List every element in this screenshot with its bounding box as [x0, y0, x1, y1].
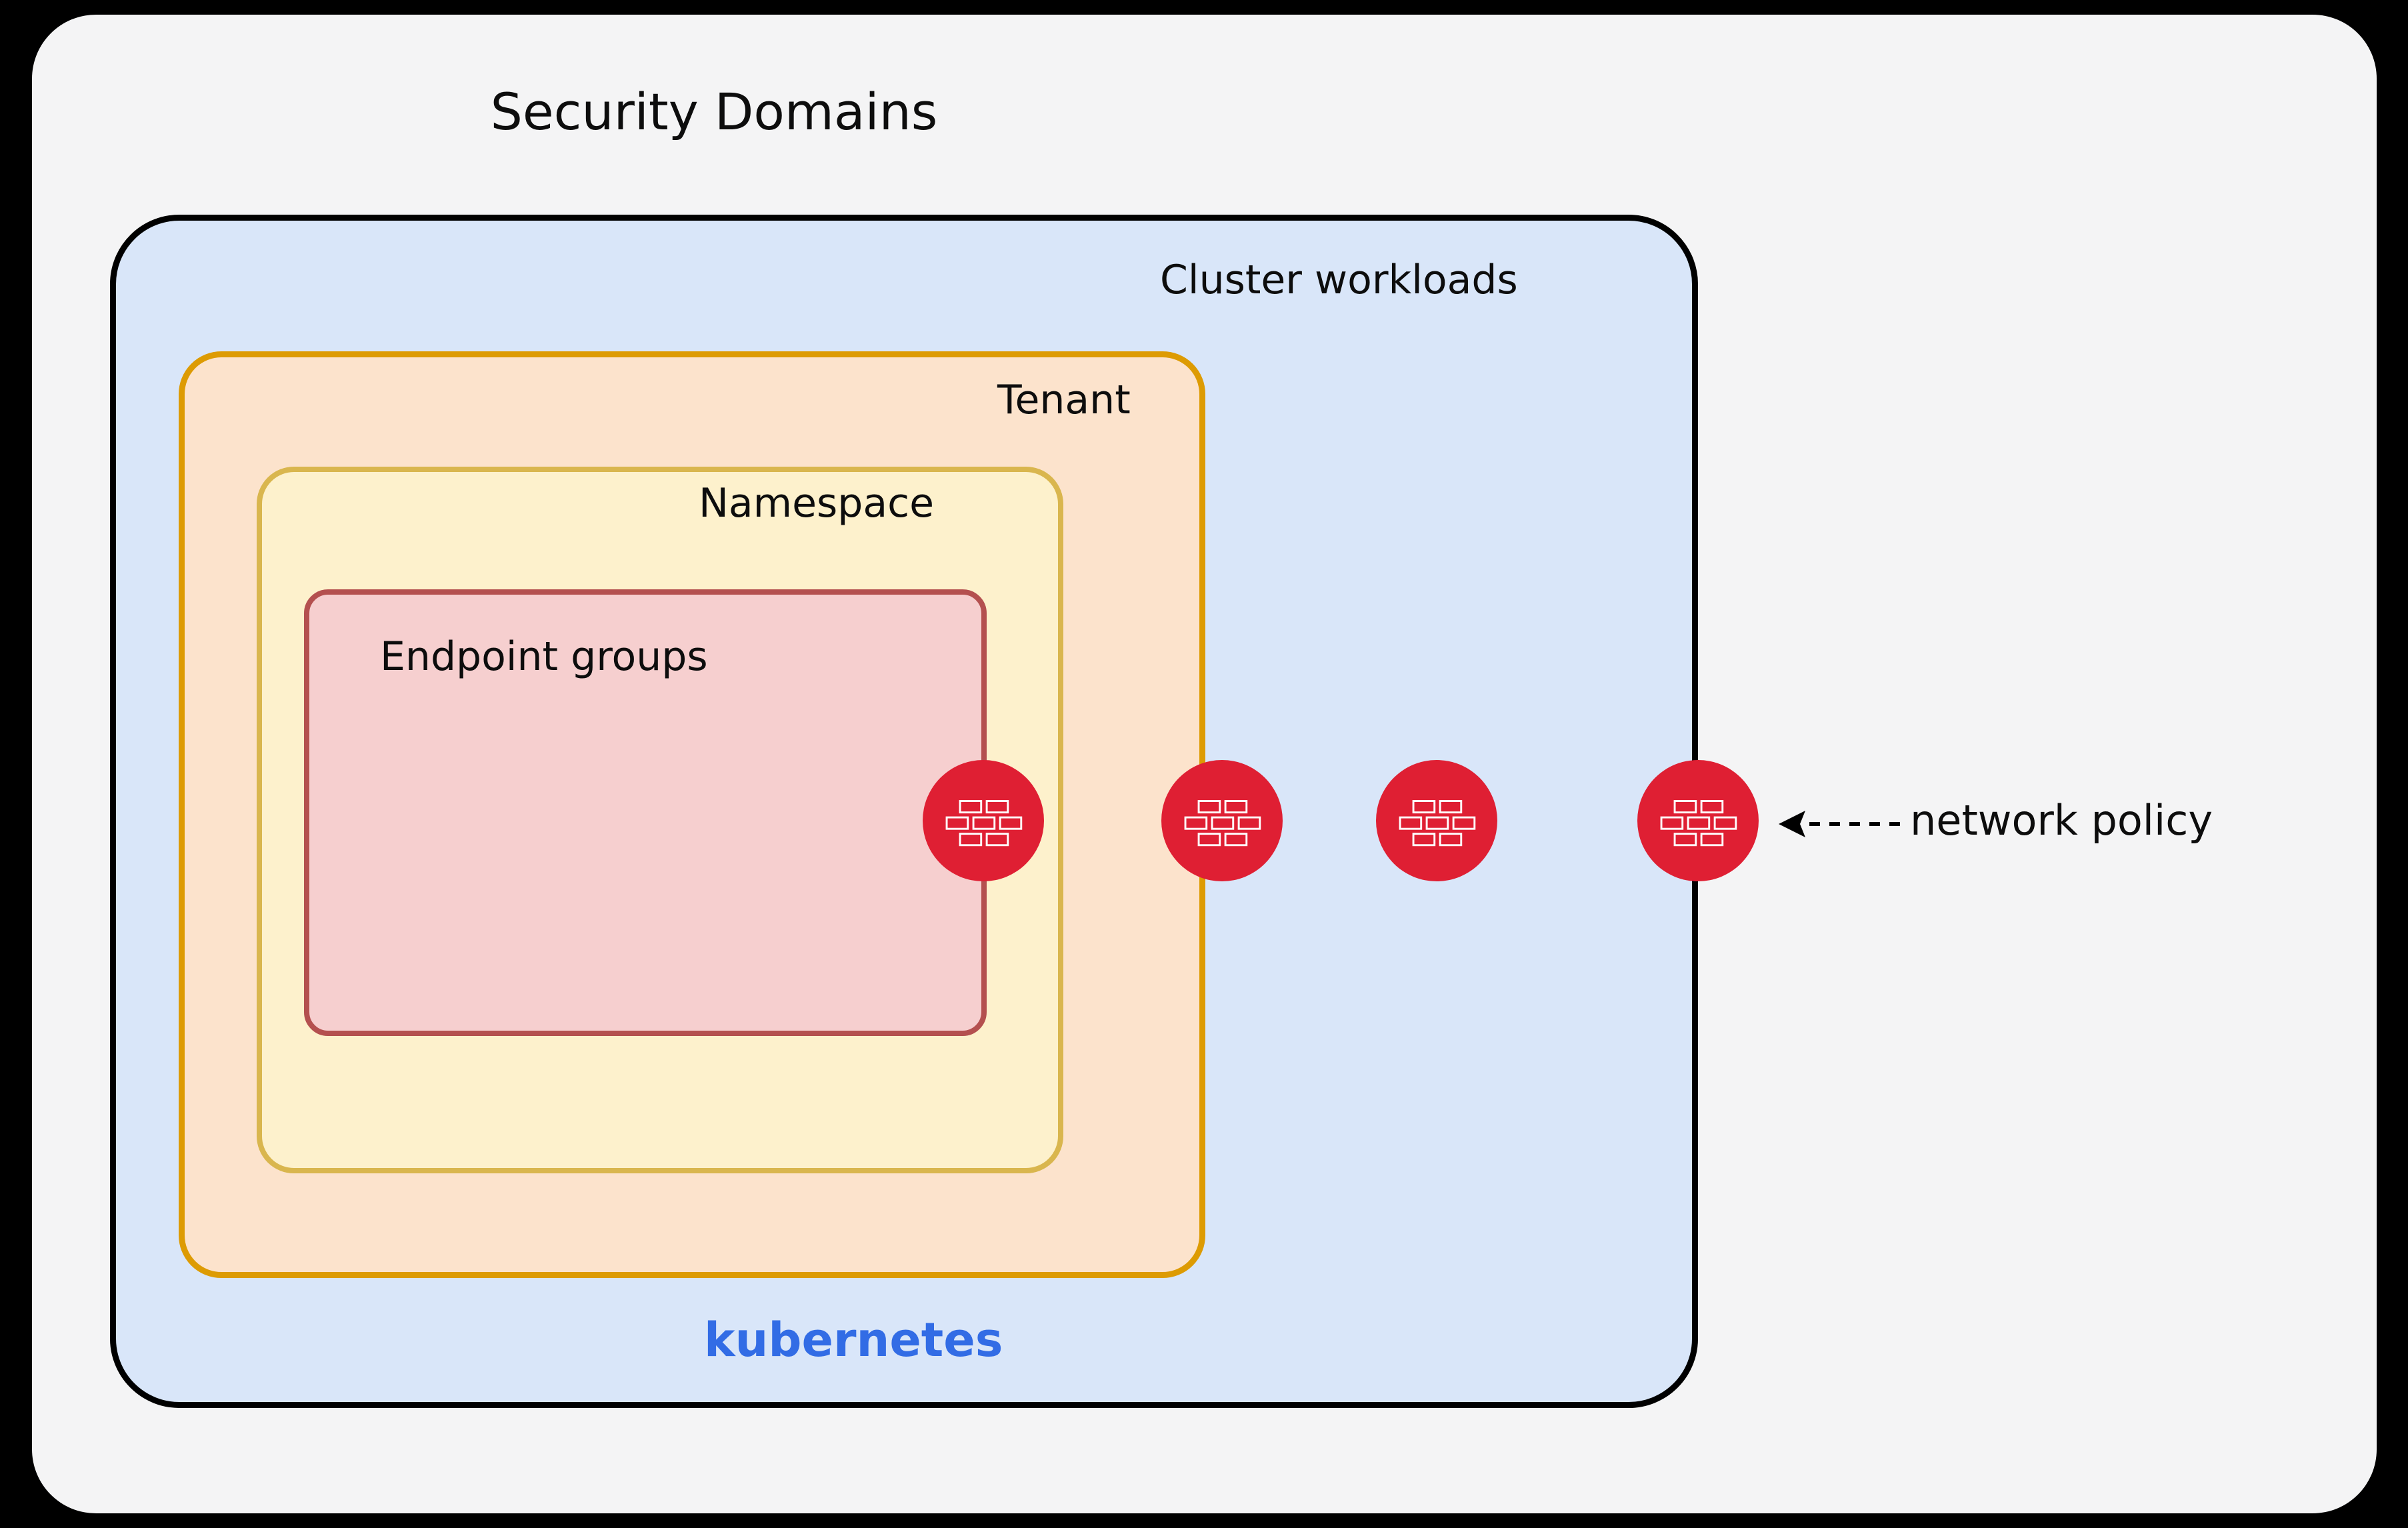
firewall-icon	[923, 760, 1044, 881]
layer-endpoint-groups	[304, 589, 987, 1036]
label-security-domains: Security Domains	[490, 82, 938, 141]
firewall-icon	[1161, 760, 1283, 881]
kubernetes-wordmark: kubernetes	[704, 1313, 1003, 1367]
label-endpoint-groups: Endpoint groups	[380, 633, 708, 680]
label-cluster-workloads: Cluster workloads	[1160, 257, 1518, 303]
firewall-icon	[1637, 760, 1759, 881]
label-network-policy: network policy	[1910, 796, 2213, 845]
label-tenant: Tenant	[997, 377, 1131, 423]
firewall-icon	[1376, 760, 1497, 881]
label-namespace: Namespace	[699, 480, 935, 527]
network-policy-arrow	[1773, 797, 1907, 851]
